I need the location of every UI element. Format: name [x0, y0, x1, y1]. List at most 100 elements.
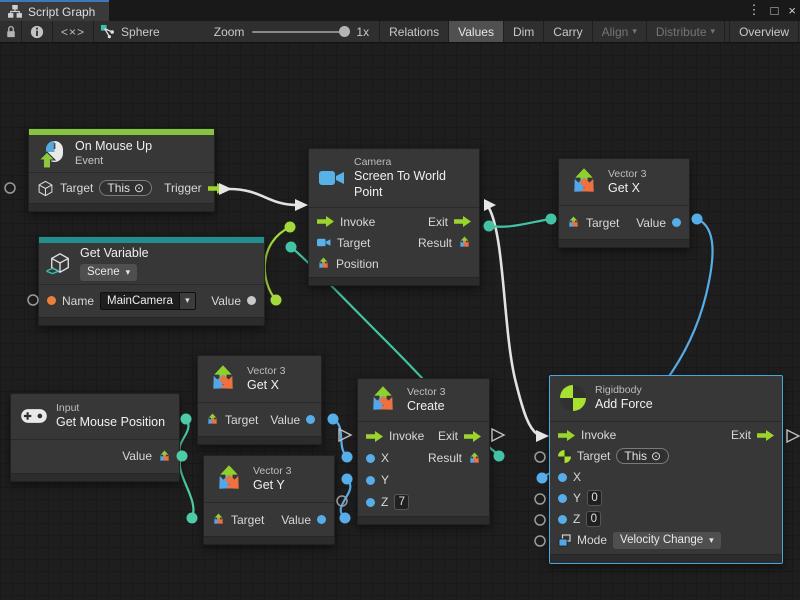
- flow-arrow-icon[interactable]: [558, 429, 575, 441]
- flow-arrow-icon[interactable]: [464, 430, 481, 442]
- graph-owner-label: Sphere: [121, 24, 160, 39]
- vector3-mini-icon[interactable]: [317, 257, 330, 270]
- node-title: Get Mouse Position: [56, 415, 166, 430]
- x-port[interactable]: [366, 453, 375, 463]
- node-get-mouse-position[interactable]: Input Get Mouse Position Value: [10, 393, 180, 482]
- node-category: Vector 3: [253, 464, 292, 477]
- tab-script-graph[interactable]: Script Graph: [0, 0, 110, 21]
- wire-variable-to-camera-target: [263, 226, 291, 301]
- camera-mini-icon[interactable]: [317, 237, 331, 248]
- port-label-target: Target: [586, 215, 620, 230]
- node-vector3-get-x-mid[interactable]: Vector 3 Get X Target Value: [197, 355, 322, 445]
- node-get-variable[interactable]: <> Get Variable Scene▾ Name MainCamera ▾: [38, 236, 265, 326]
- node-title: Get X: [608, 180, 640, 195]
- node-footer: [11, 472, 179, 481]
- node-category: Vector 3: [247, 364, 286, 377]
- flow-arrow-icon[interactable]: [366, 430, 383, 442]
- vector3-mini-icon[interactable]: [468, 452, 481, 465]
- vector3-mini-icon[interactable]: [212, 513, 225, 526]
- port-label-target: Target: [337, 235, 371, 250]
- toolbar-button-carry[interactable]: Carry: [544, 21, 593, 42]
- node-on-mouse-up[interactable]: On Mouse Up Event Target This⊙ Trigger: [28, 128, 225, 213]
- wire-gety-to-create-y: [339, 478, 352, 519]
- vector3-mini-icon[interactable]: [158, 450, 171, 463]
- z-port[interactable]: [366, 497, 375, 507]
- toolbar-button-dim[interactable]: Dim: [504, 21, 545, 42]
- port-label-result: Result: [427, 451, 462, 465]
- close-icon[interactable]: ×: [788, 2, 796, 18]
- y-port[interactable]: [366, 475, 375, 485]
- zoom-value: 1x: [356, 24, 370, 39]
- target-dot-icon: ⊙: [134, 181, 145, 196]
- port-label-z: Z: [381, 495, 389, 509]
- flow-arrow-icon[interactable]: [757, 429, 774, 441]
- value-port[interactable]: [317, 515, 326, 524]
- z-port[interactable]: [558, 514, 567, 524]
- graph-hierarchy-icon: [8, 5, 22, 18]
- node-rigidbody-add-force[interactable]: Rigidbody Add Force Invoke Exit Target T…: [549, 375, 783, 564]
- force-mode-dropdown[interactable]: Velocity Change▾: [613, 531, 721, 549]
- wire-trigger-to-invoke: [228, 187, 298, 207]
- node-footer: [550, 553, 782, 563]
- variable-name-dropdown[interactable]: MainCamera ▾: [100, 291, 196, 310]
- target-this-pill[interactable]: This⊙: [616, 448, 670, 465]
- vector3-mini-icon[interactable]: [206, 413, 219, 426]
- node-title: Add Force: [595, 397, 653, 412]
- toolbar-button-distribute[interactable]: Distribute▾: [647, 21, 726, 42]
- port-label-mode: Mode: [577, 533, 608, 548]
- value-port[interactable]: [306, 415, 316, 424]
- node-vector3-get-y[interactable]: Vector 3 Get Y Target Value: [203, 455, 335, 545]
- y-value-input[interactable]: 0: [587, 490, 603, 507]
- node-vector3-create[interactable]: Vector 3 Create Invoke Exit X Result: [357, 378, 490, 525]
- string-port[interactable]: [47, 296, 56, 306]
- wire-exit-to-addforce-invoke: [487, 207, 538, 436]
- gamepad-icon: [21, 409, 47, 424]
- y-port[interactable]: [558, 493, 567, 503]
- node-title: Get Y: [253, 477, 285, 492]
- toolbar: <×> Sphere Zoom 1x Relations Values Dim …: [0, 21, 800, 43]
- target-this-pill[interactable]: This⊙: [99, 180, 153, 197]
- toolbar-button-align[interactable]: Align▾: [593, 21, 647, 42]
- menu-icon[interactable]: ⋮: [747, 2, 761, 17]
- value-port[interactable]: [672, 218, 681, 227]
- caret-down-icon: ▾: [710, 26, 716, 36]
- flow-arrow-icon[interactable]: [454, 216, 471, 228]
- port-label-target: Target: [225, 412, 259, 427]
- toolbar-button-relations[interactable]: Relations: [379, 21, 450, 42]
- force-mode-icon[interactable]: [558, 534, 571, 547]
- zoom-slider-handle[interactable]: [339, 25, 351, 37]
- toolbar-button-values[interactable]: Values: [449, 21, 504, 42]
- z-value-input[interactable]: 0: [586, 511, 602, 528]
- vector3-mini-icon[interactable]: [458, 236, 471, 249]
- graph-pointer-icon: [100, 24, 114, 39]
- port-label-y: Y: [573, 491, 582, 506]
- x-port[interactable]: [558, 472, 567, 482]
- zoom-slider[interactable]: [252, 25, 351, 37]
- rigidbody-mini-icon[interactable]: [558, 449, 571, 463]
- embed-toggle-button[interactable]: <×>: [53, 21, 95, 42]
- port-label-y: Y: [381, 473, 390, 487]
- lock-icon: [6, 25, 15, 38]
- port-label-z: Z: [573, 512, 581, 527]
- camera-icon: [319, 171, 344, 186]
- port-label-value: Value: [122, 449, 152, 464]
- maximize-icon[interactable]: □: [770, 2, 779, 18]
- variable-scope-dropdown[interactable]: Scene▾: [80, 263, 138, 281]
- z-value-input[interactable]: 7: [394, 494, 410, 510]
- node-category: Input: [56, 402, 80, 414]
- flow-arrow-icon[interactable]: [317, 216, 334, 228]
- value-port[interactable]: [247, 296, 256, 306]
- node-category: Vector 3: [407, 385, 446, 398]
- toolbar-button-overview[interactable]: Overview: [729, 21, 800, 42]
- vector3-mini-icon[interactable]: [567, 216, 580, 229]
- graph-canvas[interactable]: On Mouse Up Event Target This⊙ Trigger: [0, 43, 800, 600]
- node-title: Create: [407, 398, 445, 413]
- vector3-icon: [213, 365, 233, 389]
- info-button[interactable]: [22, 21, 53, 42]
- node-footer: [198, 436, 321, 444]
- flow-arrow-icon[interactable]: [207, 182, 225, 194]
- node-screen-to-world-point[interactable]: Camera Screen To World Point Invoke Exit…: [308, 148, 480, 287]
- port-label-invoke: Invoke: [389, 429, 425, 443]
- node-vector3-get-x-top[interactable]: Vector 3 Get X Target Value: [558, 158, 690, 248]
- lock-button[interactable]: [0, 21, 22, 42]
